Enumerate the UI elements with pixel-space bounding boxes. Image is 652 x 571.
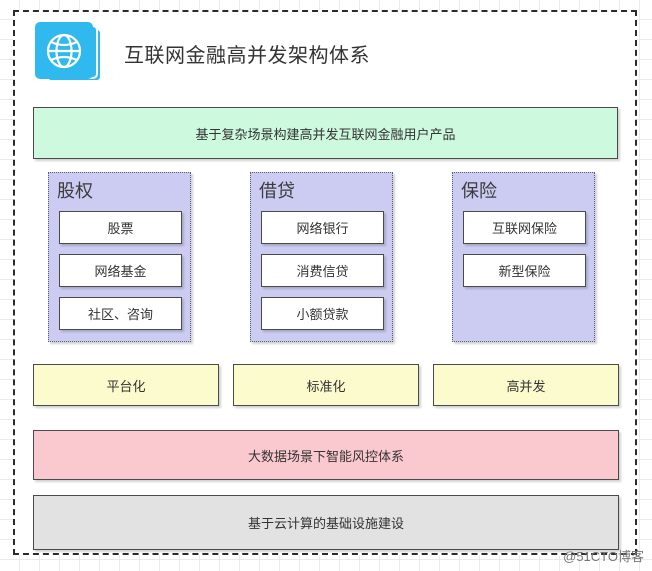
- item-box-insurance-0[interactable]: 互联网保险: [463, 211, 586, 244]
- column-title-insurance: 保险: [461, 181, 497, 201]
- item-box-equity-1[interactable]: 网络基金: [59, 254, 182, 287]
- diagram-header: 互联网金融高并发架构体系: [15, 12, 635, 94]
- capability-label: 标准化: [306, 378, 346, 394]
- business-column-insurance: 保险 互联网保险 新型保险: [452, 172, 595, 342]
- risk-control-layer: 大数据场景下智能风控体系: [33, 430, 619, 480]
- item-label: 网络银行: [296, 221, 349, 236]
- column-title-equity: 股权: [57, 181, 93, 201]
- item-label: 新型保险: [498, 264, 551, 279]
- globe-cards-icon: [34, 22, 106, 84]
- item-box-equity-0[interactable]: 股票: [59, 211, 182, 244]
- item-box-lending-0[interactable]: 网络银行: [261, 211, 384, 244]
- scenario-banner: 基于复杂场景构建高并发互联网金融用户产品: [33, 107, 618, 159]
- watermark: @51CTO博客: [563, 549, 644, 564]
- item-label: 小额贷款: [296, 307, 349, 322]
- capability-box-concurrency: 高并发: [433, 364, 619, 406]
- item-label: 社区、咨询: [87, 307, 153, 322]
- scenario-banner-label: 基于复杂场景构建高并发互联网金融用户产品: [195, 126, 456, 142]
- business-column-equity: 股权 股票 网络基金 社区、咨询: [48, 172, 191, 342]
- column-title-lending: 借贷: [259, 181, 295, 201]
- item-box-lending-1[interactable]: 消费信贷: [261, 254, 384, 287]
- diagram-frame: 互联网金融高并发架构体系 基于复杂场景构建高并发互联网金融用户产品 股权 股票 …: [13, 10, 637, 555]
- page-title: 互联网金融高并发架构体系: [124, 44, 370, 67]
- item-label: 股票: [107, 221, 134, 236]
- globe-glyph: [35, 22, 93, 79]
- capability-label: 高并发: [506, 378, 546, 394]
- risk-control-label: 大数据场景下智能风控体系: [247, 448, 404, 464]
- infrastructure-layer: 基于云计算的基础设施建设: [33, 495, 619, 550]
- item-box-lending-2[interactable]: 小额贷款: [261, 297, 384, 330]
- item-label: 互联网保险: [491, 221, 557, 236]
- capability-label: 平台化: [106, 378, 146, 394]
- item-box-equity-2[interactable]: 社区、咨询: [59, 297, 182, 330]
- item-label: 消费信贷: [296, 264, 349, 279]
- capability-box-standard: 标准化: [233, 364, 419, 406]
- item-box-insurance-1[interactable]: 新型保险: [463, 254, 586, 287]
- capability-box-platform: 平台化: [33, 364, 219, 406]
- item-label: 网络基金: [94, 264, 147, 279]
- infrastructure-label: 基于云计算的基础设施建设: [247, 516, 404, 531]
- business-column-lending: 借贷 网络银行 消费信贷 小额贷款: [250, 172, 393, 342]
